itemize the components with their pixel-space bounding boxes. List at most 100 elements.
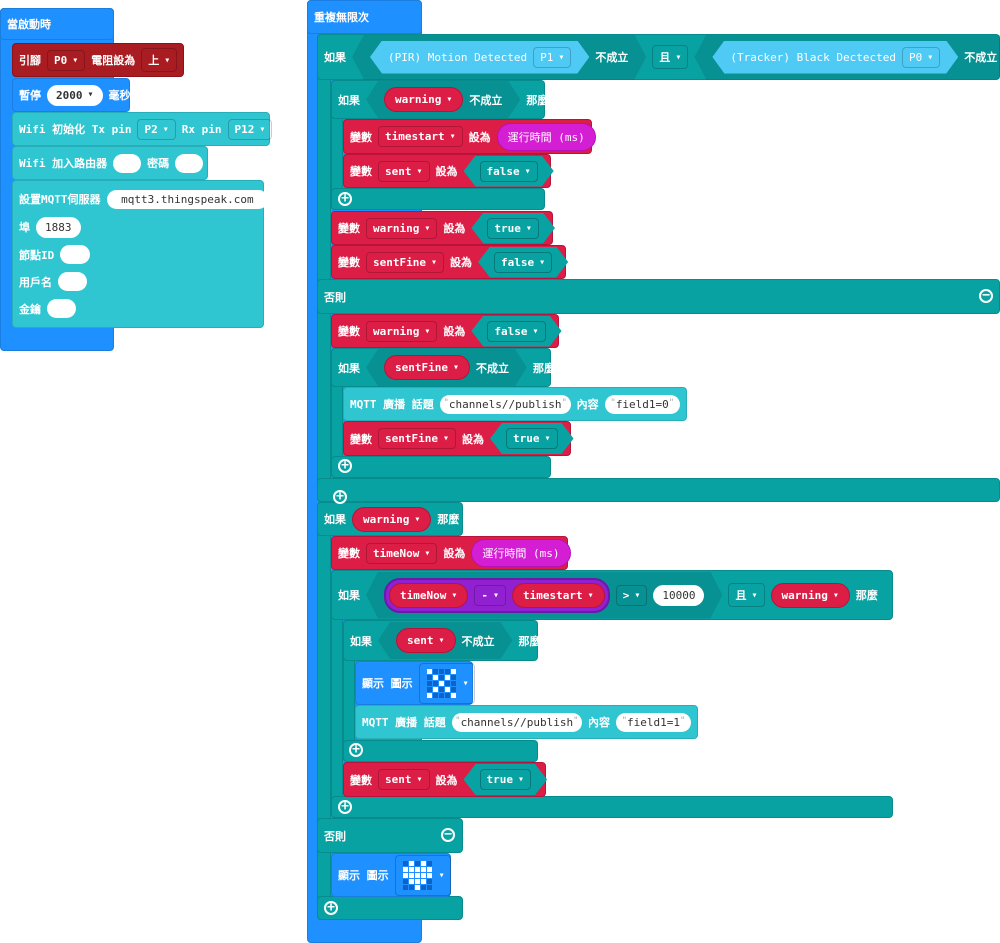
dropdown[interactable]: P0 (47, 49, 86, 71)
icon-picker[interactable] (394, 854, 451, 896)
variable-reporter[interactable]: warning (384, 87, 463, 112)
add-else-button[interactable]: + (324, 901, 338, 915)
condition-slot[interactable]: sentFine 不成立 (366, 349, 527, 386)
string-input[interactable] (175, 153, 204, 173)
dropdown[interactable]: P12 (227, 118, 273, 140)
add-else-button[interactable]: + (338, 800, 352, 814)
number-input[interactable]: 1883 (36, 216, 81, 238)
number-dropdown[interactable]: 2000 (47, 84, 103, 106)
dropdown[interactable]: sent (378, 160, 430, 182)
if1-header[interactable]: 如果(PIR) Motion DetectedP1不成立且(Tracker) B… (317, 34, 1000, 80)
dropdown[interactable]: - (474, 585, 506, 606)
dropdown[interactable]: sentFine (366, 251, 445, 273)
mqtt-setup-block[interactable]: 設置MQTT伺服器mqtt3.thingspeak.com埠1883節點ID用戶… (12, 180, 269, 328)
set-sentfine-true-block[interactable]: 變數sentFine設為true (343, 421, 571, 456)
condition-slot[interactable]: warning不成立 (366, 81, 520, 118)
dropdown[interactable]: timeNow (366, 542, 438, 564)
dropdown[interactable]: > (616, 585, 648, 606)
set-sent-false-block[interactable]: 變數sent設為false (343, 154, 551, 188)
forever-block[interactable]: 重複無限次 (307, 0, 422, 34)
ifD-header[interactable]: 如果sent不成立那麼 (343, 620, 541, 661)
dropdown[interactable]: P0 (902, 47, 940, 68)
variable-reporter[interactable]: timestart (512, 583, 605, 608)
dropdown[interactable]: P2 (137, 118, 176, 140)
running-time-reporter[interactable]: 運行時間 (ms) (471, 539, 571, 567)
dropdown[interactable]: sent (378, 769, 430, 790)
string-input[interactable]: field1=1 (615, 712, 691, 732)
string-input[interactable] (113, 153, 142, 173)
string-input[interactable]: field1=0 (604, 394, 680, 414)
dropdown[interactable]: 且 (652, 45, 689, 69)
boolean-dropdown[interactable]: false (480, 161, 538, 182)
boolean-dropdown[interactable]: false (487, 321, 545, 342)
arithmetic-block[interactable]: timeNow-timestart (384, 578, 610, 613)
boolean-dropdown[interactable]: false (494, 252, 552, 273)
dropdown[interactable]: 上 (141, 48, 178, 72)
dropdown[interactable]: P1 (533, 47, 571, 68)
mqtt-publish-block[interactable]: MQTT 廣播 話題channels//publish內容field1=0 (343, 387, 687, 421)
if2-header[interactable]: 如果warning那麼 (317, 502, 463, 536)
condition-slot[interactable]: (Tracker) Black DectectedP0不成立 (694, 35, 1000, 80)
on-start-block[interactable]: 當啟動時 (0, 8, 114, 40)
show-icon-block[interactable]: 顯示 圖示 (331, 853, 451, 897)
ifB-header[interactable]: 如果sentFine不成立那麼 (331, 348, 555, 387)
string-input[interactable] (60, 245, 90, 265)
condition-slot[interactable]: (PIR) Motion DetectedP1不成立 (352, 35, 646, 80)
dropdown[interactable]: sentFine (378, 428, 457, 449)
variable-reporter[interactable]: warning (770, 582, 850, 608)
add-else-button[interactable]: + (338, 192, 352, 206)
set-pull-block[interactable]: 引腳P0電阻設為上 (12, 43, 184, 77)
icon-picker[interactable] (418, 662, 475, 704)
block-label: 不成立 (476, 361, 510, 375)
number-input[interactable]: 10000 (653, 585, 704, 606)
dropdown[interactable]: warning (366, 320, 438, 342)
variable-reporter[interactable]: timeNow (389, 583, 468, 608)
variable-reporter[interactable]: warning (352, 506, 432, 532)
set-sentfine-false-block[interactable]: 變數sentFine設為false (331, 245, 566, 279)
boolean-value[interactable]: false (471, 316, 561, 347)
pause-block[interactable]: 暫停2000毫秒 (12, 78, 131, 112)
add-else-button[interactable]: + (338, 459, 352, 473)
running-time-reporter[interactable]: 運行時間 (ms) (496, 122, 596, 151)
set-timestart-block[interactable]: 變數timestart設為運行時間 (ms) (343, 119, 596, 154)
if1-else-row[interactable]: 否則 (317, 279, 1000, 314)
string-input[interactable]: channels//publish (451, 712, 582, 732)
string-input[interactable]: mqtt3.thingspeak.com (106, 189, 269, 209)
set-warning-false-block[interactable]: 變數warning設為false (331, 314, 559, 348)
variable-reporter[interactable]: sent (396, 628, 456, 653)
string-input[interactable] (47, 299, 77, 319)
boolean-value[interactable]: true (464, 764, 548, 795)
dropdown[interactable]: 且 (728, 583, 765, 607)
boolean-value[interactable]: false (478, 247, 568, 278)
string-input[interactable]: channels//publish (439, 394, 571, 414)
block-label: 密碼 (147, 157, 170, 170)
wifi-join-block[interactable]: Wifi 加入路由器密碼 (12, 146, 208, 180)
string-input[interactable] (58, 272, 88, 292)
dropdown[interactable]: warning (366, 217, 438, 239)
boolean-dropdown[interactable]: true (480, 769, 532, 790)
condition-slot[interactable]: sent不成立 (378, 622, 513, 659)
show-icon-block[interactable]: 顯示 圖示 (355, 661, 475, 705)
ifA-header[interactable]: 如果warning不成立那麼 (331, 80, 548, 119)
dropdown[interactable]: timestart (378, 126, 463, 147)
boolean-value[interactable]: true (471, 213, 555, 244)
boolean-dropdown[interactable]: true (506, 428, 558, 449)
variable-reporter[interactable]: sentFine (384, 355, 470, 380)
set-sent-true-block[interactable]: 變數sent設為true (343, 762, 546, 797)
condition-slot[interactable]: timeNow-timestart >10000 (366, 572, 722, 619)
set-warning-true-block[interactable]: 變數warning設為true (331, 211, 553, 245)
add-else-button[interactable]: + (349, 743, 363, 757)
boolean-dropdown[interactable]: true (487, 218, 539, 239)
remove-else-button[interactable]: − (979, 289, 993, 303)
remove-else-button[interactable]: − (441, 828, 455, 842)
boolean-value[interactable]: true (490, 423, 574, 454)
set-timenow-block[interactable]: 變數timeNow設為運行時間 (ms) (331, 536, 571, 570)
if2-else-row[interactable]: 否則 (317, 818, 463, 853)
mqtt-publish-block[interactable]: MQTT 廣播 話題channels//publish內容field1=1 (355, 705, 698, 739)
add-else-button[interactable]: + (333, 490, 347, 504)
boolean-value[interactable]: false (464, 156, 554, 187)
